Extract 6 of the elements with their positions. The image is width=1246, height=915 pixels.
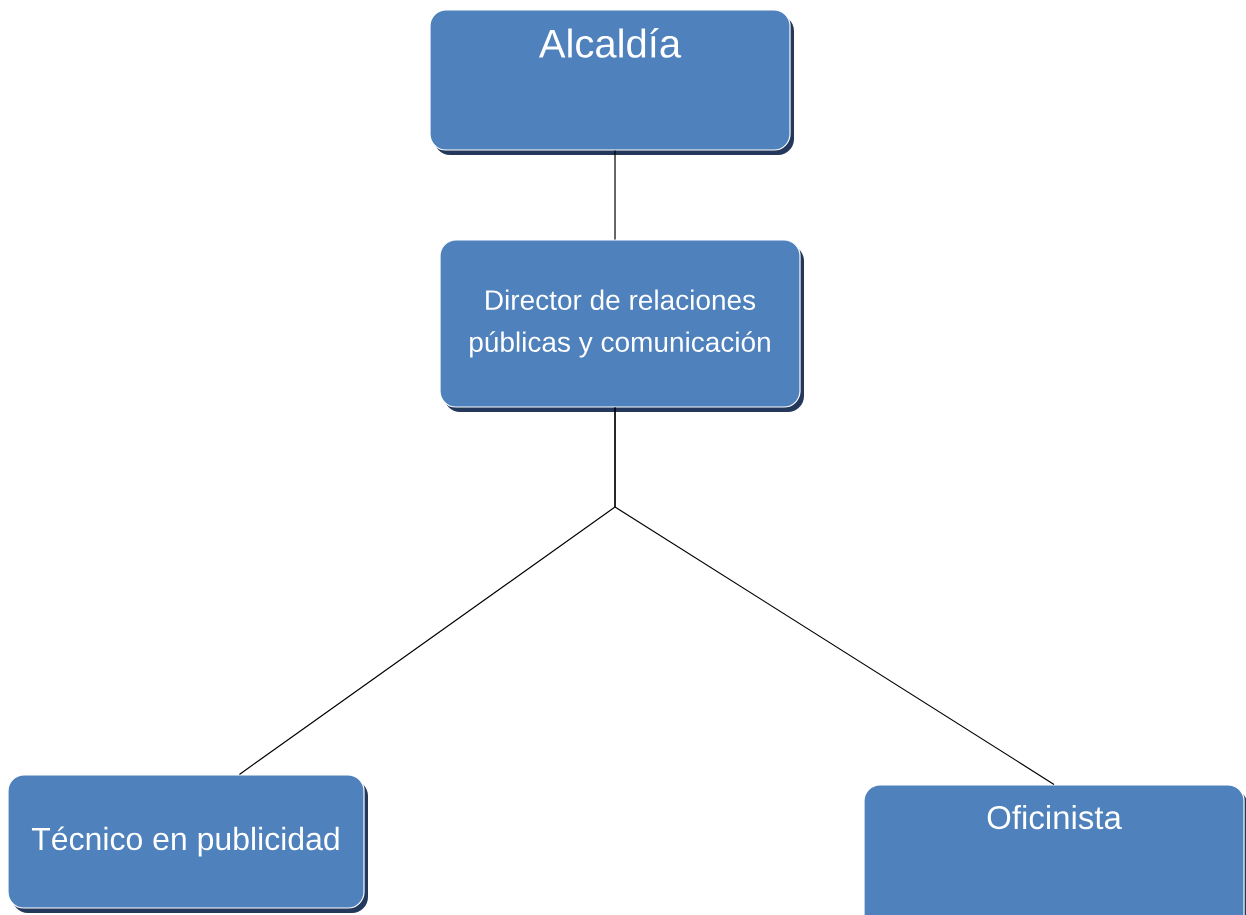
connector-line xyxy=(614,407,1055,785)
org-box: Oficinista xyxy=(863,784,1246,915)
org-box: Alcaldía xyxy=(429,9,794,155)
connector-line xyxy=(614,150,616,240)
org-box: Director de relaciones públicas y comunicación xyxy=(439,239,804,412)
org-box: Técnico en publicidad xyxy=(7,774,368,913)
